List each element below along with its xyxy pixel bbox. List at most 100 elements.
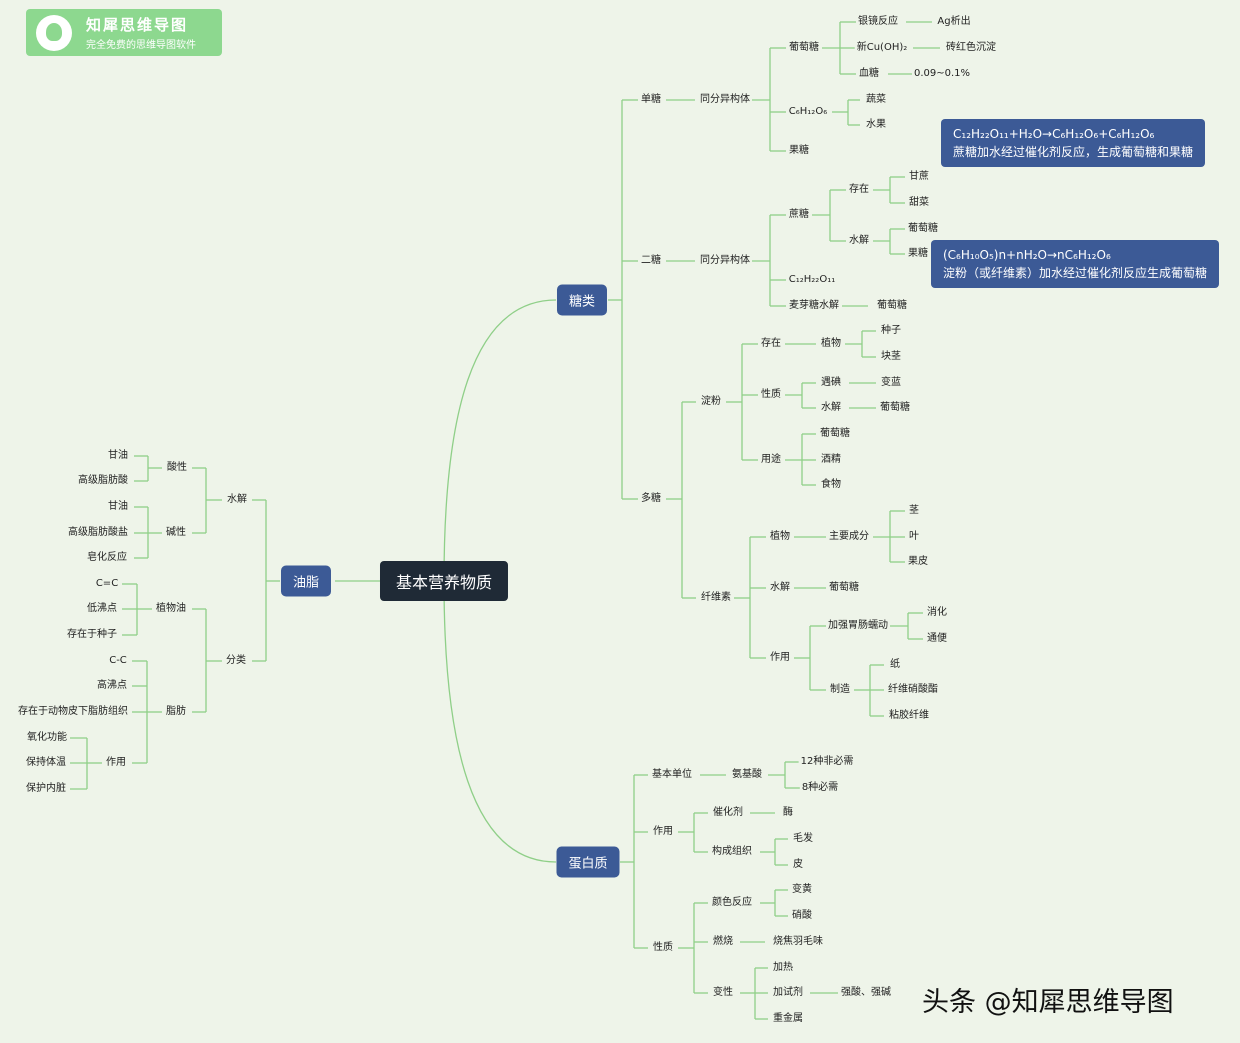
node-silver[interactable]: 银镜反应 — [856, 15, 900, 29]
branch-protein[interactable]: 蛋白质 — [556, 846, 620, 878]
node-high-bp[interactable]: 高沸点 — [95, 679, 129, 693]
node-skin[interactable]: 皮 — [791, 858, 805, 872]
node-make[interactable]: 制造 — [828, 683, 852, 697]
node-blue[interactable]: 变蓝 — [879, 376, 903, 390]
node-tissue[interactable]: 构成组织 — [710, 845, 754, 859]
node-cellulose[interactable]: 纤维素 — [699, 591, 733, 605]
node-s-exist[interactable]: 存在 — [759, 337, 783, 351]
node-seed[interactable]: 种子 — [879, 324, 903, 338]
node-heavy-metal[interactable]: 重金属 — [771, 1012, 805, 1026]
node-formula12[interactable]: C₁₂H₂₂O₁₁ — [786, 273, 838, 287]
node-tuber[interactable]: 块茎 — [879, 350, 903, 364]
node-fructose[interactable]: 果糖 — [787, 144, 811, 158]
node-h-fructose[interactable]: 果糖 — [906, 247, 930, 261]
node-under-skin[interactable]: 存在于动物皮下脂肪组织 — [16, 705, 130, 719]
node-in-seed[interactable]: 存在于种子 — [65, 628, 119, 642]
node-fruit[interactable]: 水果 — [864, 118, 888, 132]
note-sucrose-hydrolysis[interactable]: C₁₂H₂₂O₁₁+H₂O→C₆H₁₂O₆+C₆H₁₂O₆ 蔗糖加水经过催化剂反… — [941, 119, 1206, 167]
node-cc-single[interactable]: C-C — [107, 654, 129, 668]
node-veg[interactable]: 蔬菜 — [864, 93, 888, 107]
node-oil-hydro[interactable]: 水解 — [225, 493, 249, 507]
node-h-glucose[interactable]: 葡萄糖 — [906, 222, 940, 236]
node-denature[interactable]: 变性 — [711, 986, 735, 1000]
node-classify[interactable]: 分类 — [224, 654, 248, 668]
node-organs[interactable]: 保护内脏 — [24, 782, 68, 796]
node-peristalsis[interactable]: 加强胃肠蠕动 — [826, 619, 890, 633]
branch-sugar[interactable]: 糖类 — [556, 284, 608, 316]
node-mono-iso[interactable]: 同分异构体 — [698, 93, 752, 107]
node-plant[interactable]: 植物 — [819, 337, 843, 351]
node-enzyme[interactable]: 酶 — [781, 806, 795, 820]
node-fatty-acid[interactable]: 高级脂肪酸 — [76, 474, 130, 488]
node-poly[interactable]: 多糖 — [639, 492, 663, 506]
node-warm[interactable]: 保持体温 — [24, 756, 68, 770]
node-mono[interactable]: 单糖 — [639, 93, 663, 107]
node-cc-double[interactable]: C=C — [93, 577, 121, 591]
node-sucrose[interactable]: 蔗糖 — [787, 208, 811, 222]
node-c-hydro[interactable]: 水解 — [768, 581, 792, 595]
node-viscose[interactable]: 粘胶纤维 — [887, 709, 931, 723]
branch-oil[interactable]: 油脂 — [280, 565, 332, 597]
node-ag[interactable]: Ag析出 — [935, 15, 973, 29]
node-feather[interactable]: 烧焦羽毛味 — [771, 935, 825, 949]
node-exist[interactable]: 存在 — [847, 183, 871, 197]
node-di-iso[interactable]: 同分异构体 — [698, 254, 752, 268]
node-glucose[interactable]: 葡萄糖 — [787, 41, 821, 55]
node-peel[interactable]: 果皮 — [906, 555, 930, 569]
node-nitric[interactable]: 硝酸 — [790, 909, 814, 923]
node-amino[interactable]: 氨基酸 — [730, 768, 764, 782]
node-u-glucose[interactable]: 葡萄糖 — [818, 427, 852, 441]
node-di[interactable]: 二糖 — [639, 254, 663, 268]
node-essential[interactable]: 8种必需 — [799, 781, 841, 795]
node-use[interactable]: 用途 — [759, 453, 783, 467]
node-c-plant[interactable]: 植物 — [768, 530, 792, 544]
node-b-glycerol[interactable]: 甘油 — [106, 500, 130, 514]
node-maltose[interactable]: 麦芽糖水解 — [787, 299, 841, 313]
node-leaf[interactable]: 叶 — [907, 530, 921, 544]
node-main-comp[interactable]: 主要成分 — [827, 530, 871, 544]
node-heat[interactable]: 加热 — [771, 961, 795, 975]
node-acid-base[interactable]: 强酸、强碱 — [839, 986, 893, 1000]
node-hair[interactable]: 毛发 — [791, 832, 815, 846]
node-color-rx[interactable]: 颜色反应 — [710, 896, 754, 910]
node-fatty-salt[interactable]: 高级脂肪酸盐 — [66, 526, 130, 540]
node-oxidize[interactable]: 氧化功能 — [25, 731, 69, 745]
node-p-prop[interactable]: 性质 — [651, 941, 675, 955]
node-starch[interactable]: 淀粉 — [699, 395, 723, 409]
node-reagent[interactable]: 加试剂 — [771, 986, 805, 1000]
root-node[interactable]: 基本营养物质 — [379, 561, 509, 601]
note-starch-hydrolysis[interactable]: (C₆H₁₀O₅)n+nH₂O→nC₆H₁₂O₆ 淀粉（或纤维素）加水经过催化剂… — [931, 240, 1220, 288]
node-cane[interactable]: 甘蔗 — [907, 170, 931, 184]
node-cuoh[interactable]: 新Cu(OH)₂ — [854, 41, 910, 55]
node-prop[interactable]: 性质 — [759, 388, 783, 402]
node-nitro[interactable]: 纤维硝酸酯 — [886, 683, 940, 697]
node-unit[interactable]: 基本单位 — [650, 768, 694, 782]
node-effect[interactable]: 作用 — [768, 651, 792, 665]
node-food[interactable]: 食物 — [819, 478, 843, 492]
node-beet[interactable]: 甜菜 — [907, 196, 931, 210]
node-yellow[interactable]: 变黄 — [790, 883, 814, 897]
node-saponify[interactable]: 皂化反应 — [85, 551, 129, 565]
node-brick[interactable]: 砖红色沉淀 — [944, 41, 998, 55]
node-s-glucose[interactable]: 葡萄糖 — [878, 401, 912, 415]
node-alkali[interactable]: 碱性 — [164, 526, 188, 540]
node-alcohol[interactable]: 酒精 — [819, 453, 843, 467]
node-f-effect[interactable]: 作用 — [104, 756, 128, 770]
node-burn[interactable]: 燃烧 — [711, 935, 735, 949]
node-paper[interactable]: 纸 — [888, 658, 902, 672]
node-blood-val[interactable]: 0.09~0.1% — [911, 67, 973, 81]
node-a-glycerol[interactable]: 甘油 — [106, 449, 130, 463]
node-hydro[interactable]: 水解 — [847, 234, 871, 248]
node-m-glucose[interactable]: 葡萄糖 — [875, 299, 909, 313]
node-c-glucose[interactable]: 葡萄糖 — [827, 581, 861, 595]
node-formula6[interactable]: C₆H₁₂O₆ — [786, 105, 830, 119]
node-fat[interactable]: 脂肪 — [164, 705, 188, 719]
node-defecate[interactable]: 通便 — [925, 632, 949, 646]
node-acid[interactable]: 酸性 — [165, 461, 189, 475]
node-low-bp[interactable]: 低沸点 — [85, 602, 119, 616]
node-stem[interactable]: 茎 — [907, 504, 921, 518]
node-nonessential[interactable]: 12种非必需 — [798, 755, 856, 769]
node-veg-oil[interactable]: 植物油 — [154, 602, 188, 616]
node-blood[interactable]: 血糖 — [857, 67, 881, 81]
node-digest[interactable]: 消化 — [925, 606, 949, 620]
